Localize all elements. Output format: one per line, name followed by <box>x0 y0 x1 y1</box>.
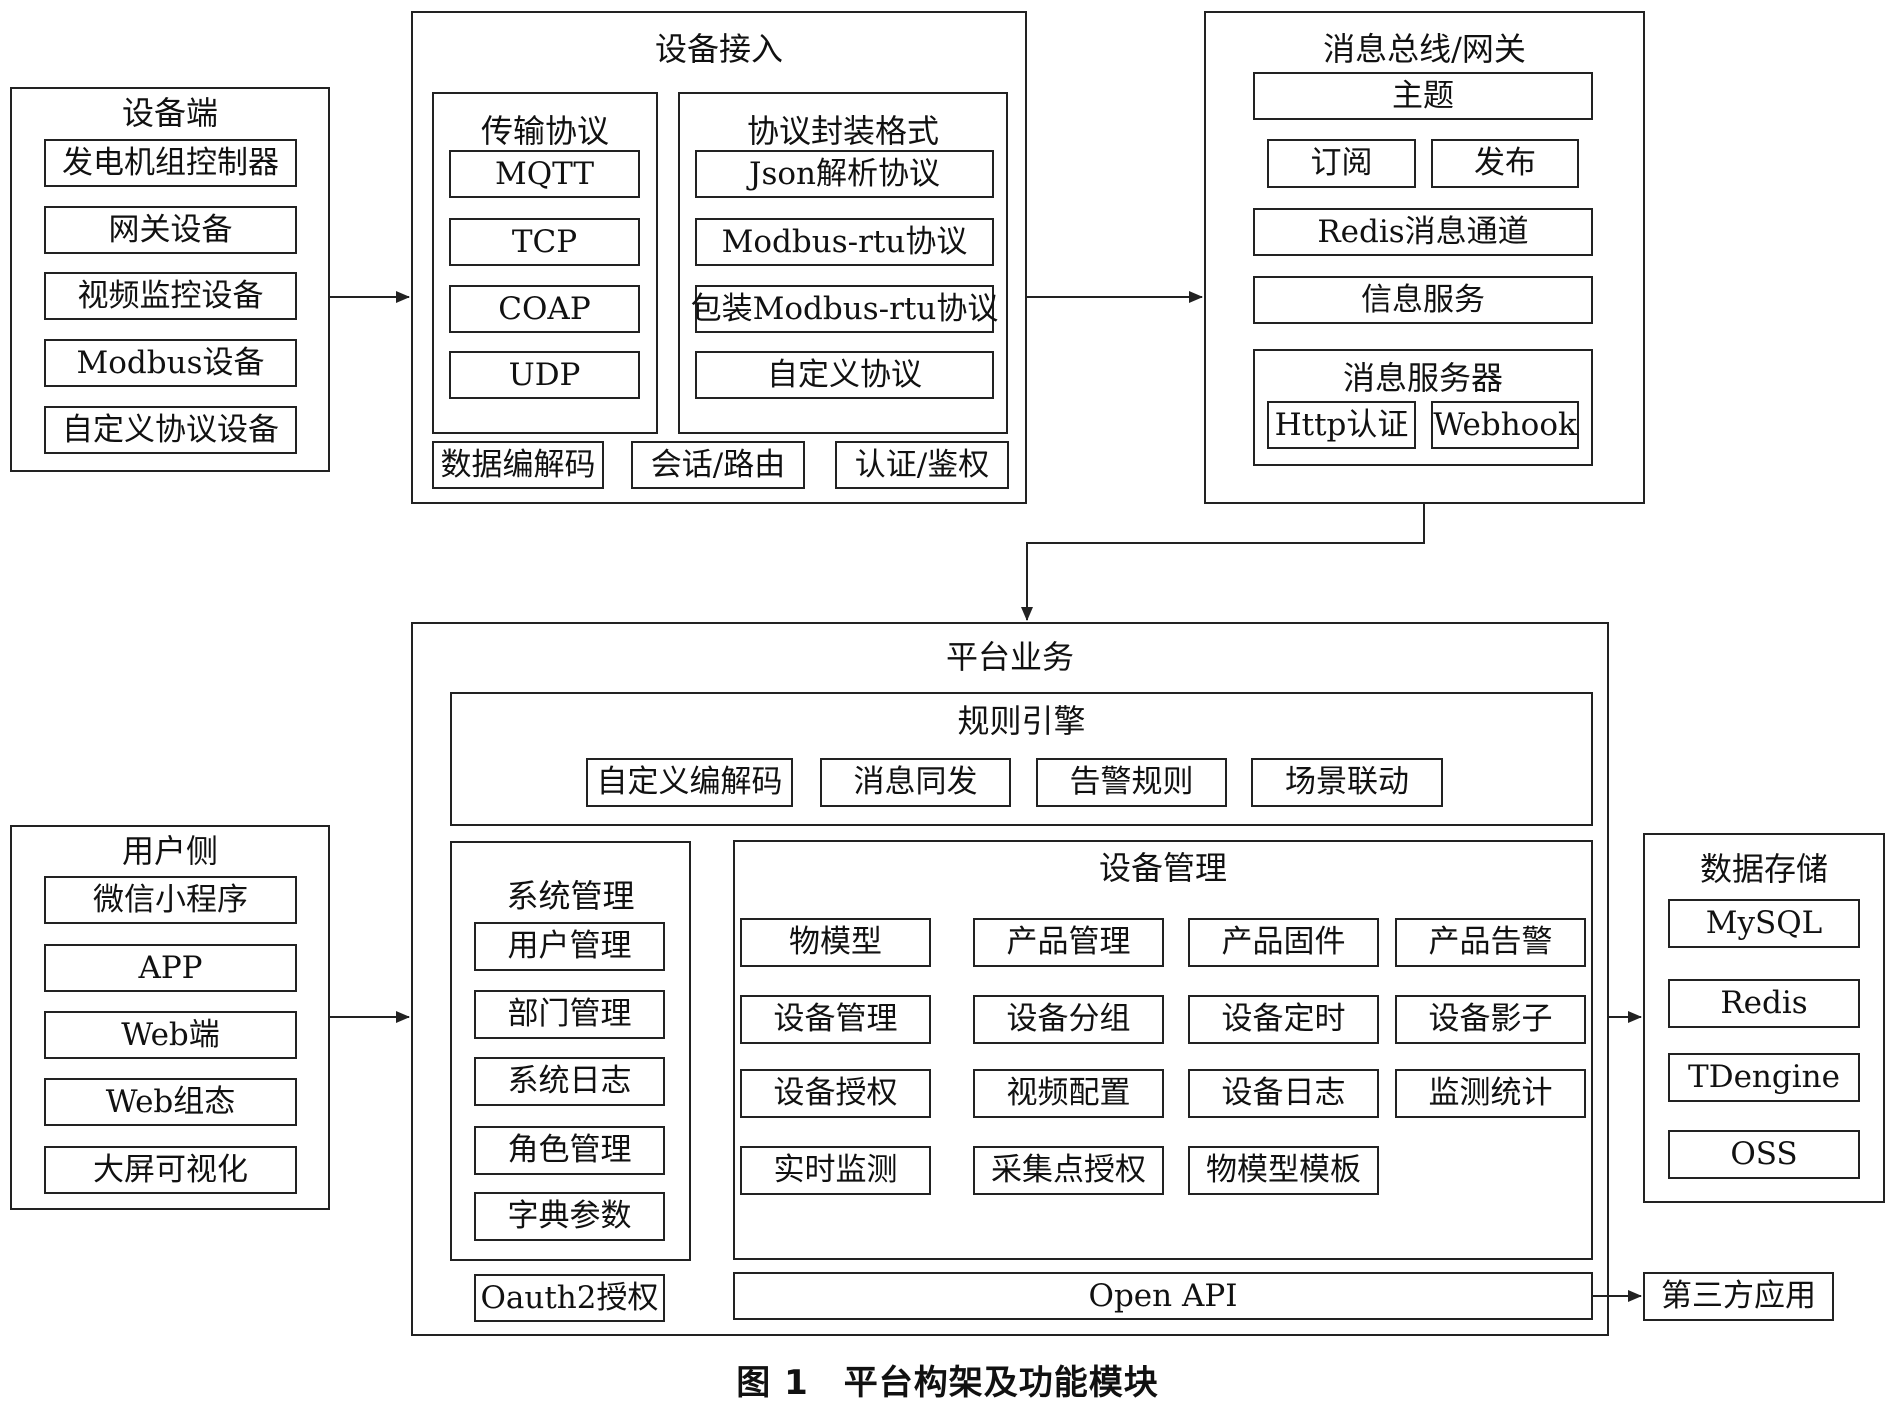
device-mgmt-title: 设备管理 <box>1098 849 1227 887</box>
data-storage-title: 数据存储 <box>1699 850 1828 888</box>
message-server-title: 消息服务器 <box>1342 359 1503 397</box>
rule-item: 场景联动 <box>1251 758 1443 807</box>
device-mgmt-item: 视频配置 <box>973 1069 1164 1118</box>
transport-item: COAP <box>449 285 640 333</box>
format-item: 自定义协议 <box>695 351 994 399</box>
device-mgmt-item: 设备管理 <box>740 995 931 1044</box>
access-bottom-item: 认证/鉴权 <box>835 441 1009 489</box>
device-mgmt-item: 实时监测 <box>740 1146 931 1195</box>
device-item: 自定义协议设备 <box>44 406 297 454</box>
bus-info-service: 信息服务 <box>1253 276 1593 324</box>
figure-caption: 图 1 平台构架及功能模块 <box>736 1363 1159 1403</box>
format-item: 包装Modbus-rtu协议 <box>691 285 998 333</box>
device-mgmt-item: 物模型 <box>740 918 931 967</box>
user-item: 大屏可视化 <box>44 1146 297 1194</box>
system-item: 系统日志 <box>474 1057 665 1106</box>
system-mgmt-panel <box>450 841 691 1261</box>
format-item: Json解析协议 <box>695 150 994 198</box>
user-side-title: 用户侧 <box>121 832 218 870</box>
platform-title: 平台业务 <box>945 638 1074 676</box>
protocol-format-title: 协议封装格式 <box>746 112 939 150</box>
message-bus-title: 消息总线/网关 <box>1323 30 1526 68</box>
access-bottom-item: 会话/路由 <box>631 441 805 489</box>
rule-item: 自定义编解码 <box>586 758 793 807</box>
bus-publish: 发布 <box>1431 139 1579 188</box>
open-api-item: Open API <box>733 1272 1593 1320</box>
storage-item: TDengine <box>1668 1053 1860 1102</box>
device-side-title: 设备端 <box>121 94 218 132</box>
bus-subscribe: 订阅 <box>1267 139 1416 188</box>
transport-item: UDP <box>449 351 640 399</box>
system-mgmt-title: 系统管理 <box>506 877 635 915</box>
system-item: 角色管理 <box>474 1126 665 1175</box>
device-mgmt-item: 监测统计 <box>1395 1069 1586 1118</box>
device-item: 网关设备 <box>44 206 297 254</box>
device-item: 视频监控设备 <box>44 272 297 320</box>
transport-protocol-title: 传输协议 <box>480 112 609 150</box>
device-item: 发电机组控制器 <box>44 139 297 187</box>
rule-item: 消息同发 <box>820 758 1011 807</box>
system-item: 用户管理 <box>474 922 665 971</box>
message-server-item: Http认证 <box>1267 401 1416 449</box>
device-mgmt-item: 设备授权 <box>740 1069 931 1118</box>
storage-item: OSS <box>1668 1130 1860 1179</box>
device-access-title: 设备接入 <box>654 30 783 68</box>
storage-item: MySQL <box>1668 899 1860 948</box>
third-party-app: 第三方应用 <box>1643 1272 1834 1321</box>
bus-topic: 主题 <box>1253 72 1593 120</box>
system-item: 部门管理 <box>474 990 665 1039</box>
user-item: Web组态 <box>44 1078 297 1126</box>
device-mgmt-item: 产品告警 <box>1395 918 1586 967</box>
device-mgmt-item: 产品固件 <box>1188 918 1379 967</box>
bus-redis-channel: Redis消息通道 <box>1253 208 1593 256</box>
device-mgmt-item: 物模型模板 <box>1188 1146 1379 1195</box>
device-item: Modbus设备 <box>44 339 297 387</box>
oauth2-item: Oauth2授权 <box>474 1274 665 1322</box>
user-item: APP <box>44 944 297 992</box>
user-item: Web端 <box>44 1011 297 1059</box>
transport-item: MQTT <box>449 150 640 198</box>
device-mgmt-item: 设备影子 <box>1395 995 1586 1044</box>
access-bottom-item: 数据编解码 <box>432 441 604 489</box>
system-item: 字典参数 <box>474 1192 665 1241</box>
user-item: 微信小程序 <box>44 876 297 924</box>
device-mgmt-item: 采集点授权 <box>973 1146 1164 1195</box>
arrow-bus-to-platform <box>1021 504 1425 621</box>
storage-item: Redis <box>1668 979 1860 1028</box>
rule-engine-title: 规则引擎 <box>957 702 1086 740</box>
format-item: Modbus-rtu协议 <box>695 218 994 266</box>
device-mgmt-item: 设备日志 <box>1188 1069 1379 1118</box>
device-mgmt-item: 产品管理 <box>973 918 1164 967</box>
rule-item: 告警规则 <box>1036 758 1227 807</box>
message-server-item: Webhook <box>1431 401 1579 449</box>
device-mgmt-item: 设备定时 <box>1188 995 1379 1044</box>
transport-item: TCP <box>449 218 640 266</box>
device-mgmt-item: 设备分组 <box>973 995 1164 1044</box>
